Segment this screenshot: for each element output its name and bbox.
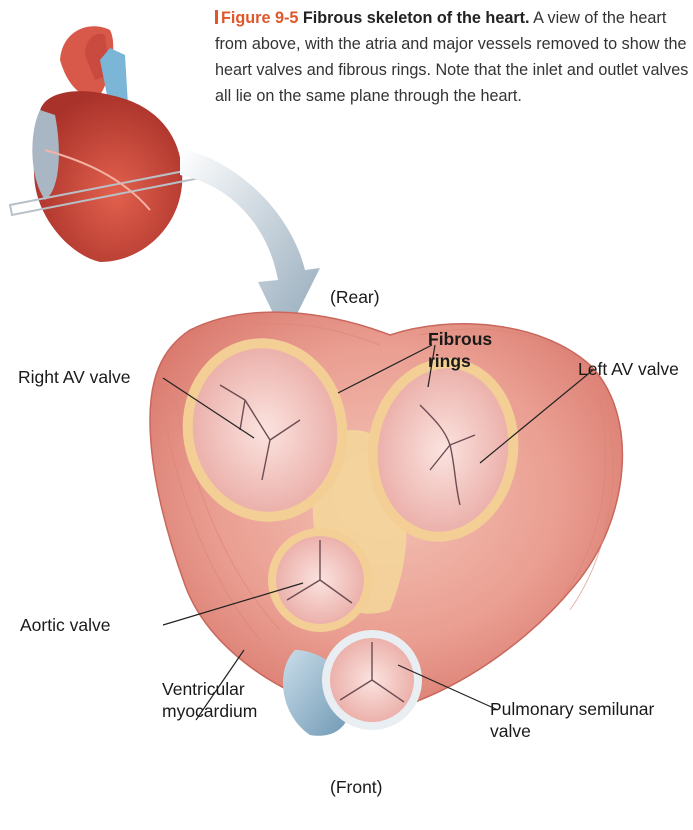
label-pulmonary-line2: valve <box>490 720 531 742</box>
label-right-av-valve: Right AV valve <box>18 366 131 388</box>
aortic-valve-shape <box>268 528 372 632</box>
view-direction-arrow <box>180 148 320 338</box>
label-rear: (Rear) <box>330 286 380 308</box>
label-left-av-valve: Left AV valve <box>578 358 679 380</box>
label-fibrous-rings-line2: rings <box>428 350 471 372</box>
label-pulmonary-line1: Pulmonary semilunar <box>490 698 654 720</box>
label-fibrous-rings-line1: Fibrous <box>428 328 492 350</box>
small-heart-icon <box>10 26 215 262</box>
label-ventricular-line2: myocardium <box>162 700 257 722</box>
label-ventricular-line1: Ventricular <box>162 678 245 700</box>
label-front: (Front) <box>330 776 383 798</box>
label-aortic-valve: Aortic valve <box>20 614 110 636</box>
